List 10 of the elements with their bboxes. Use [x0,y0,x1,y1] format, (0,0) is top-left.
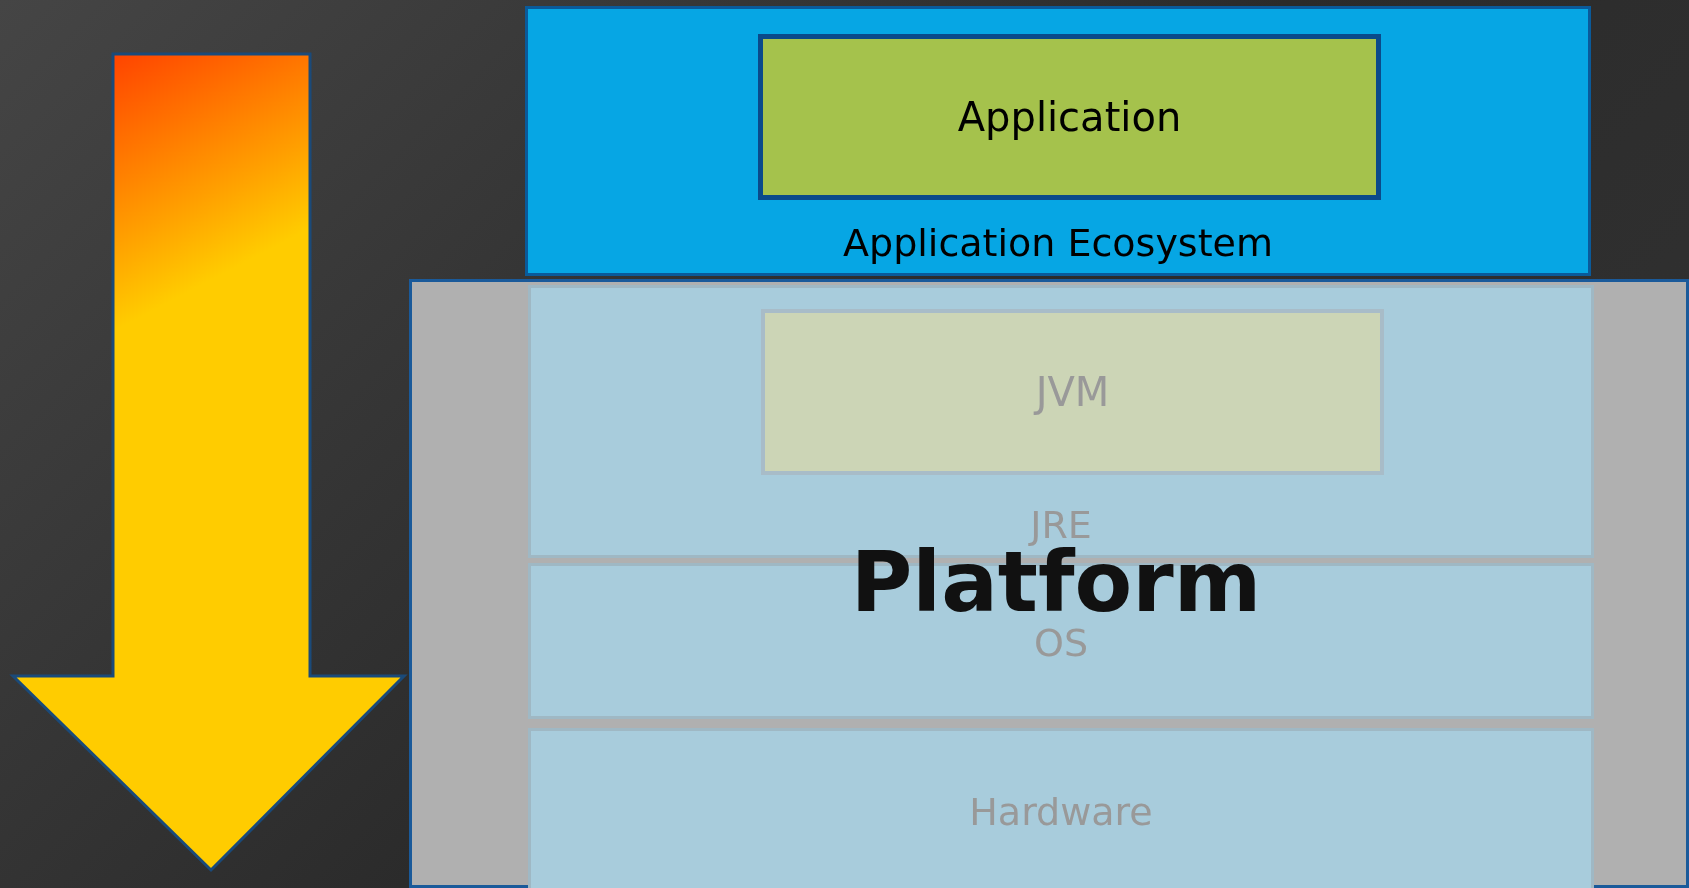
component-box [758,34,1381,200]
layer-label: OS [1034,621,1088,665]
layer-label: Application [957,94,1182,140]
layer-box [525,6,1591,276]
layer-box [528,728,1594,888]
layer-label: Hardware [969,790,1153,834]
component-box [761,309,1384,475]
layer-label: JVM [1035,369,1110,415]
layer-label: Application Ecosystem [843,221,1273,265]
layer-box [409,279,1689,888]
